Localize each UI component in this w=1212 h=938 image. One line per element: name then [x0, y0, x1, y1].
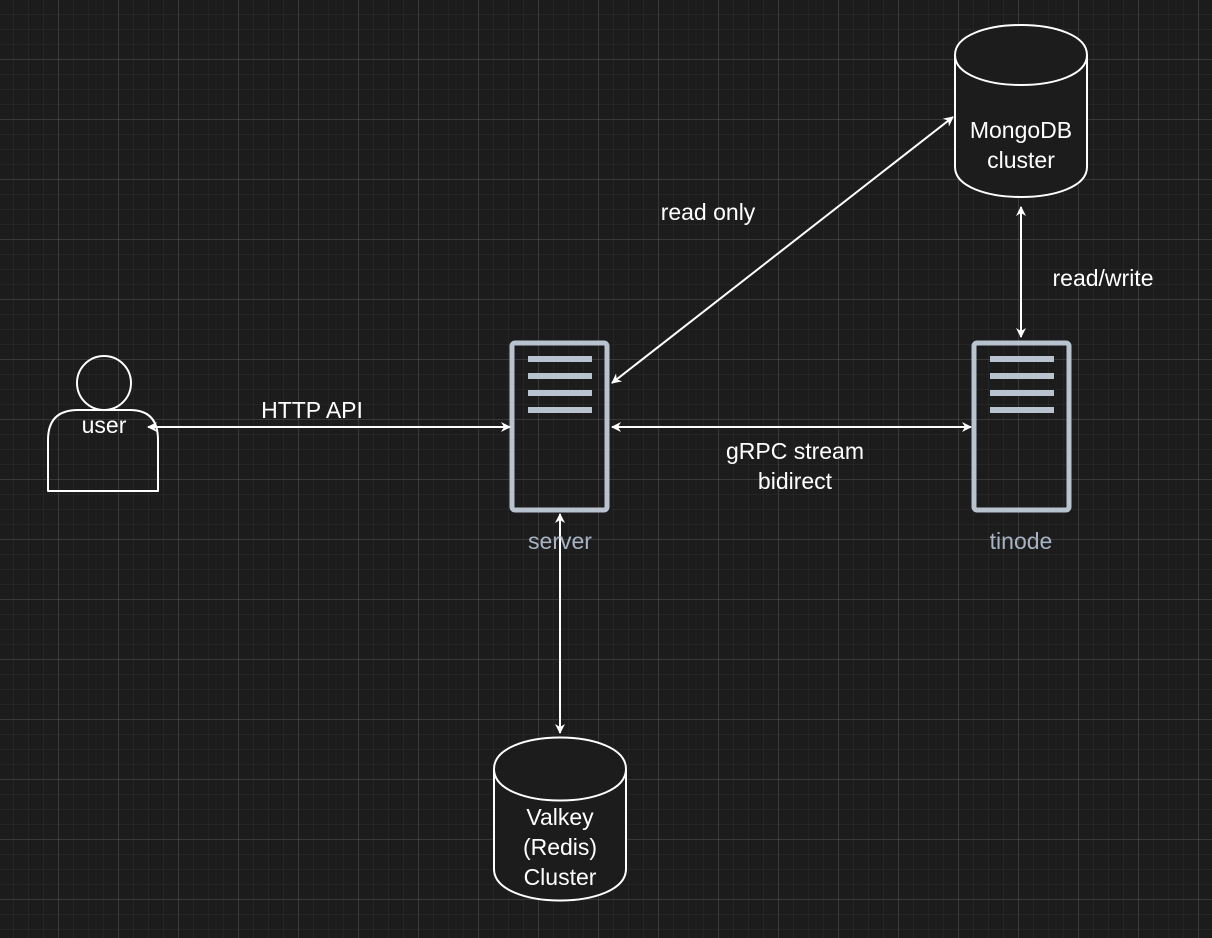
edge-label-read-write: read/write — [1052, 265, 1154, 291]
mongodb-label: MongoDB cluster — [945, 115, 1097, 175]
valkey-label: Valkey (Redis) Cluster — [480, 802, 640, 892]
mongodb-label-line-2: cluster — [987, 147, 1055, 173]
edge-label-read-only: read only — [660, 199, 756, 225]
mongodb-label-line-1: MongoDB — [969, 117, 1073, 143]
edge-label-http-api: HTTP API — [261, 397, 363, 423]
server-icon[interactable] — [509, 340, 610, 513]
user-label: user — [81, 412, 127, 438]
valkey-database-icon[interactable] — [493, 736, 627, 902]
tinode-label: tinode — [989, 528, 1053, 554]
valkey-label-line-2: (Redis) — [522, 834, 598, 860]
valkey-label-line-3: Cluster — [523, 864, 597, 890]
tinode-server-icon[interactable] — [971, 340, 1072, 513]
user-icon[interactable] — [47, 355, 159, 492]
valkey-label-line-1: Valkey — [526, 804, 594, 830]
edge-label-grpc-line-2: bidirect — [757, 468, 833, 494]
edge-server-mongodb[interactable] — [611, 116, 954, 384]
mongodb-database-icon[interactable] — [954, 24, 1088, 198]
edge-label-grpc-line-1: gRPC stream — [725, 438, 865, 464]
edge-label-grpc: gRPC stream bidirect — [690, 436, 900, 496]
server-label: server — [528, 528, 592, 554]
